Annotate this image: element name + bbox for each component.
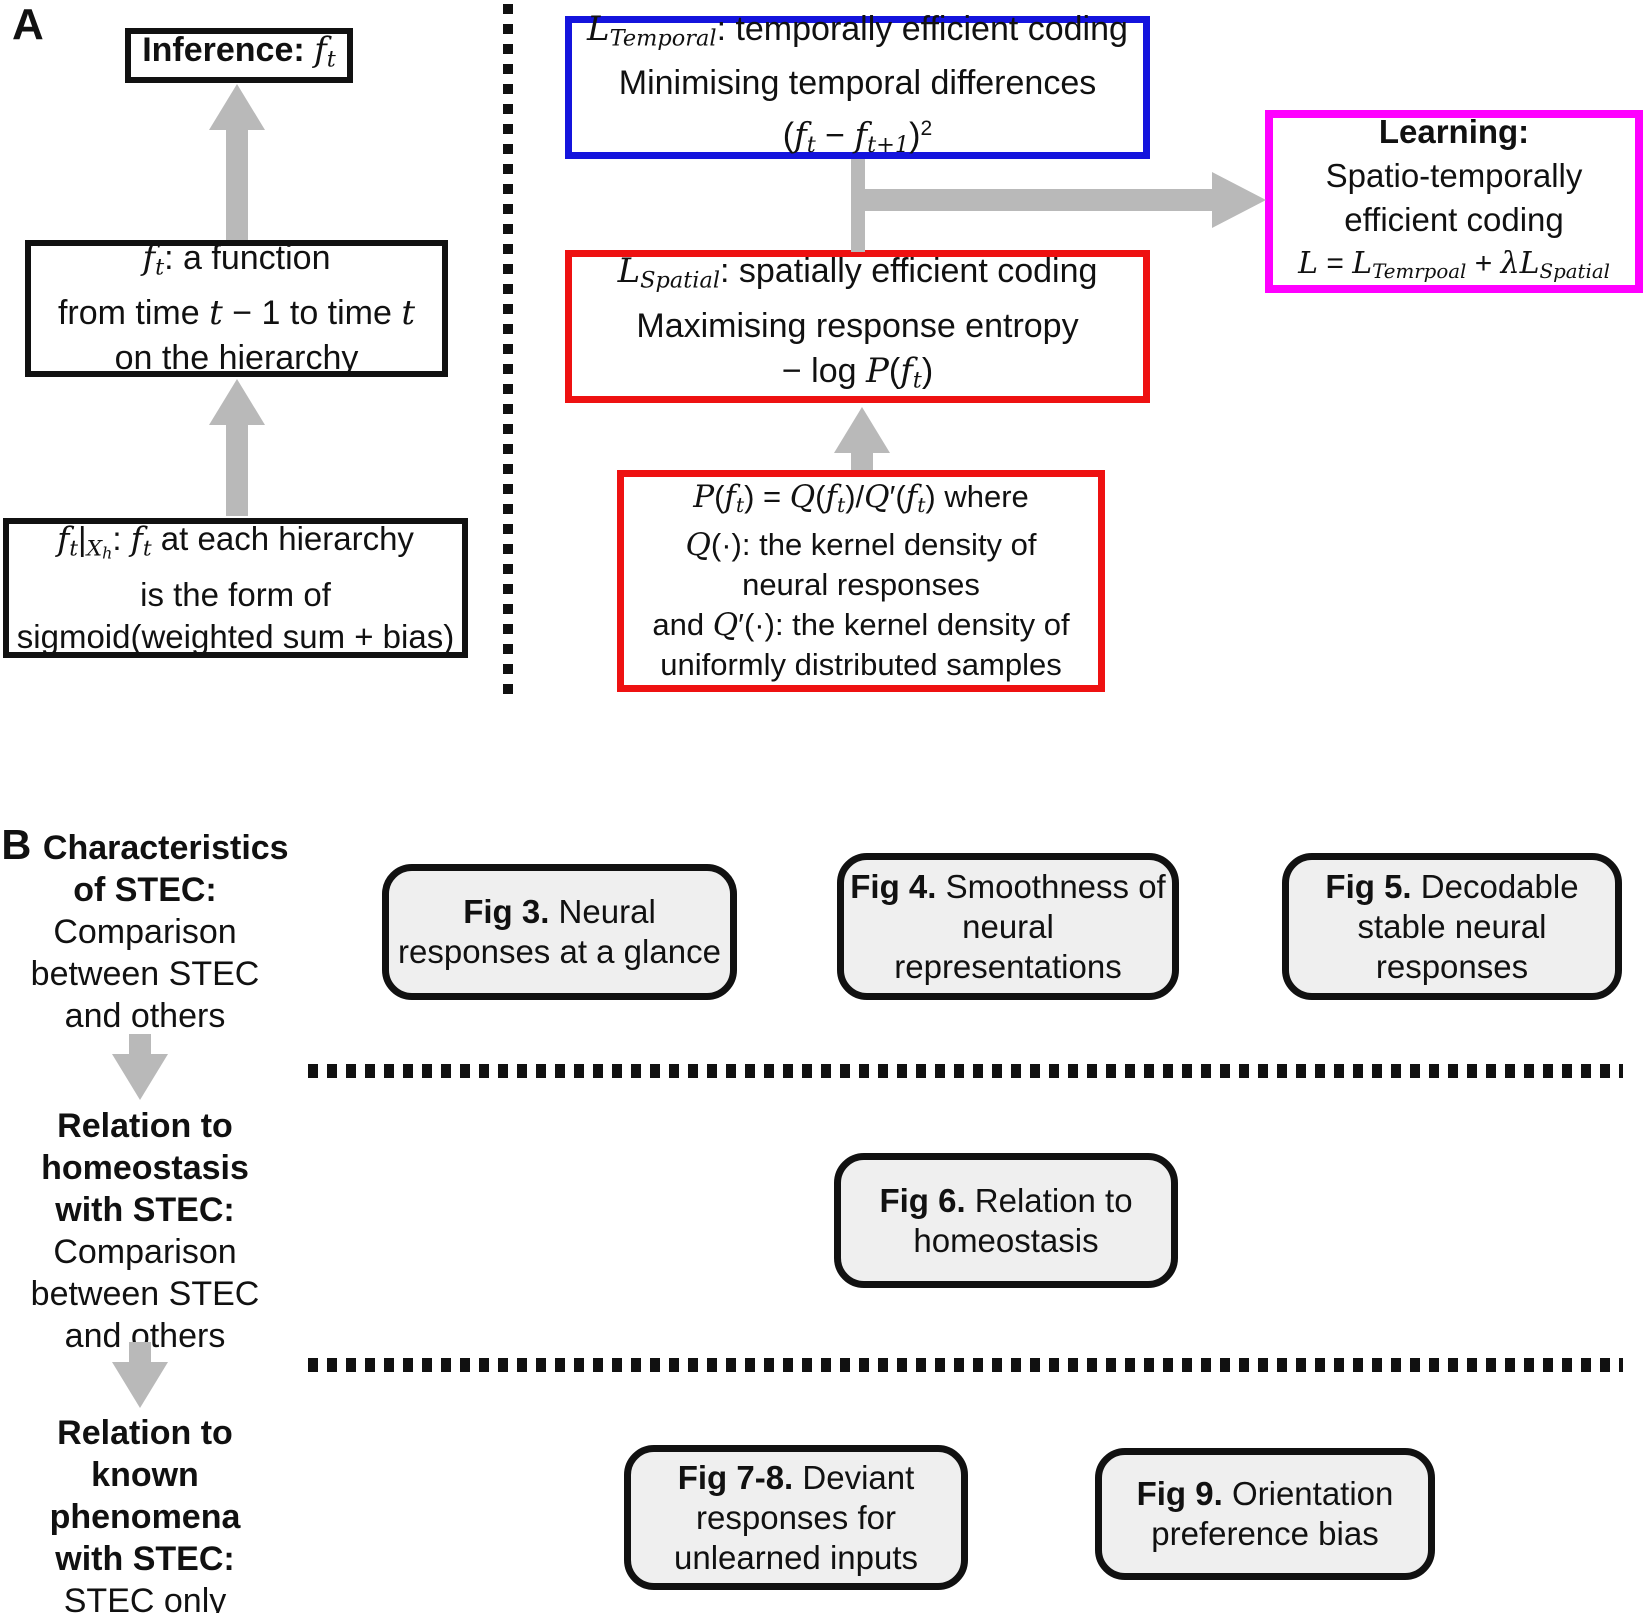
arrowhead-down <box>112 1362 168 1408</box>
arrow-shaft <box>851 453 873 470</box>
arrow-shaft <box>226 425 248 516</box>
arrow-shaft <box>129 1034 151 1054</box>
arrow-down-1 <box>112 1034 168 1100</box>
divider-dotted-1 <box>308 1064 1623 1078</box>
arrow-density-to-spatial <box>834 407 890 470</box>
divider-dotted-2 <box>308 1358 1623 1372</box>
arrowhead-up <box>834 407 890 453</box>
arrow-down-2 <box>112 1342 168 1408</box>
arrowhead-up <box>209 84 265 130</box>
connector-horizontal-shaft <box>855 189 1213 211</box>
inference-box: Inference: ft <box>125 28 353 83</box>
arrow-shaft <box>129 1342 151 1362</box>
arrowhead-right <box>1212 172 1266 228</box>
divider-dotted-vertical <box>503 4 513 704</box>
arrow-sigmoid-to-function <box>209 379 265 516</box>
arrowhead-up <box>209 379 265 425</box>
panel-a-label: A <box>12 0 44 49</box>
arrowhead-down <box>112 1054 168 1100</box>
arrow-shaft <box>226 130 248 240</box>
arrow-function-to-inference <box>209 84 265 240</box>
